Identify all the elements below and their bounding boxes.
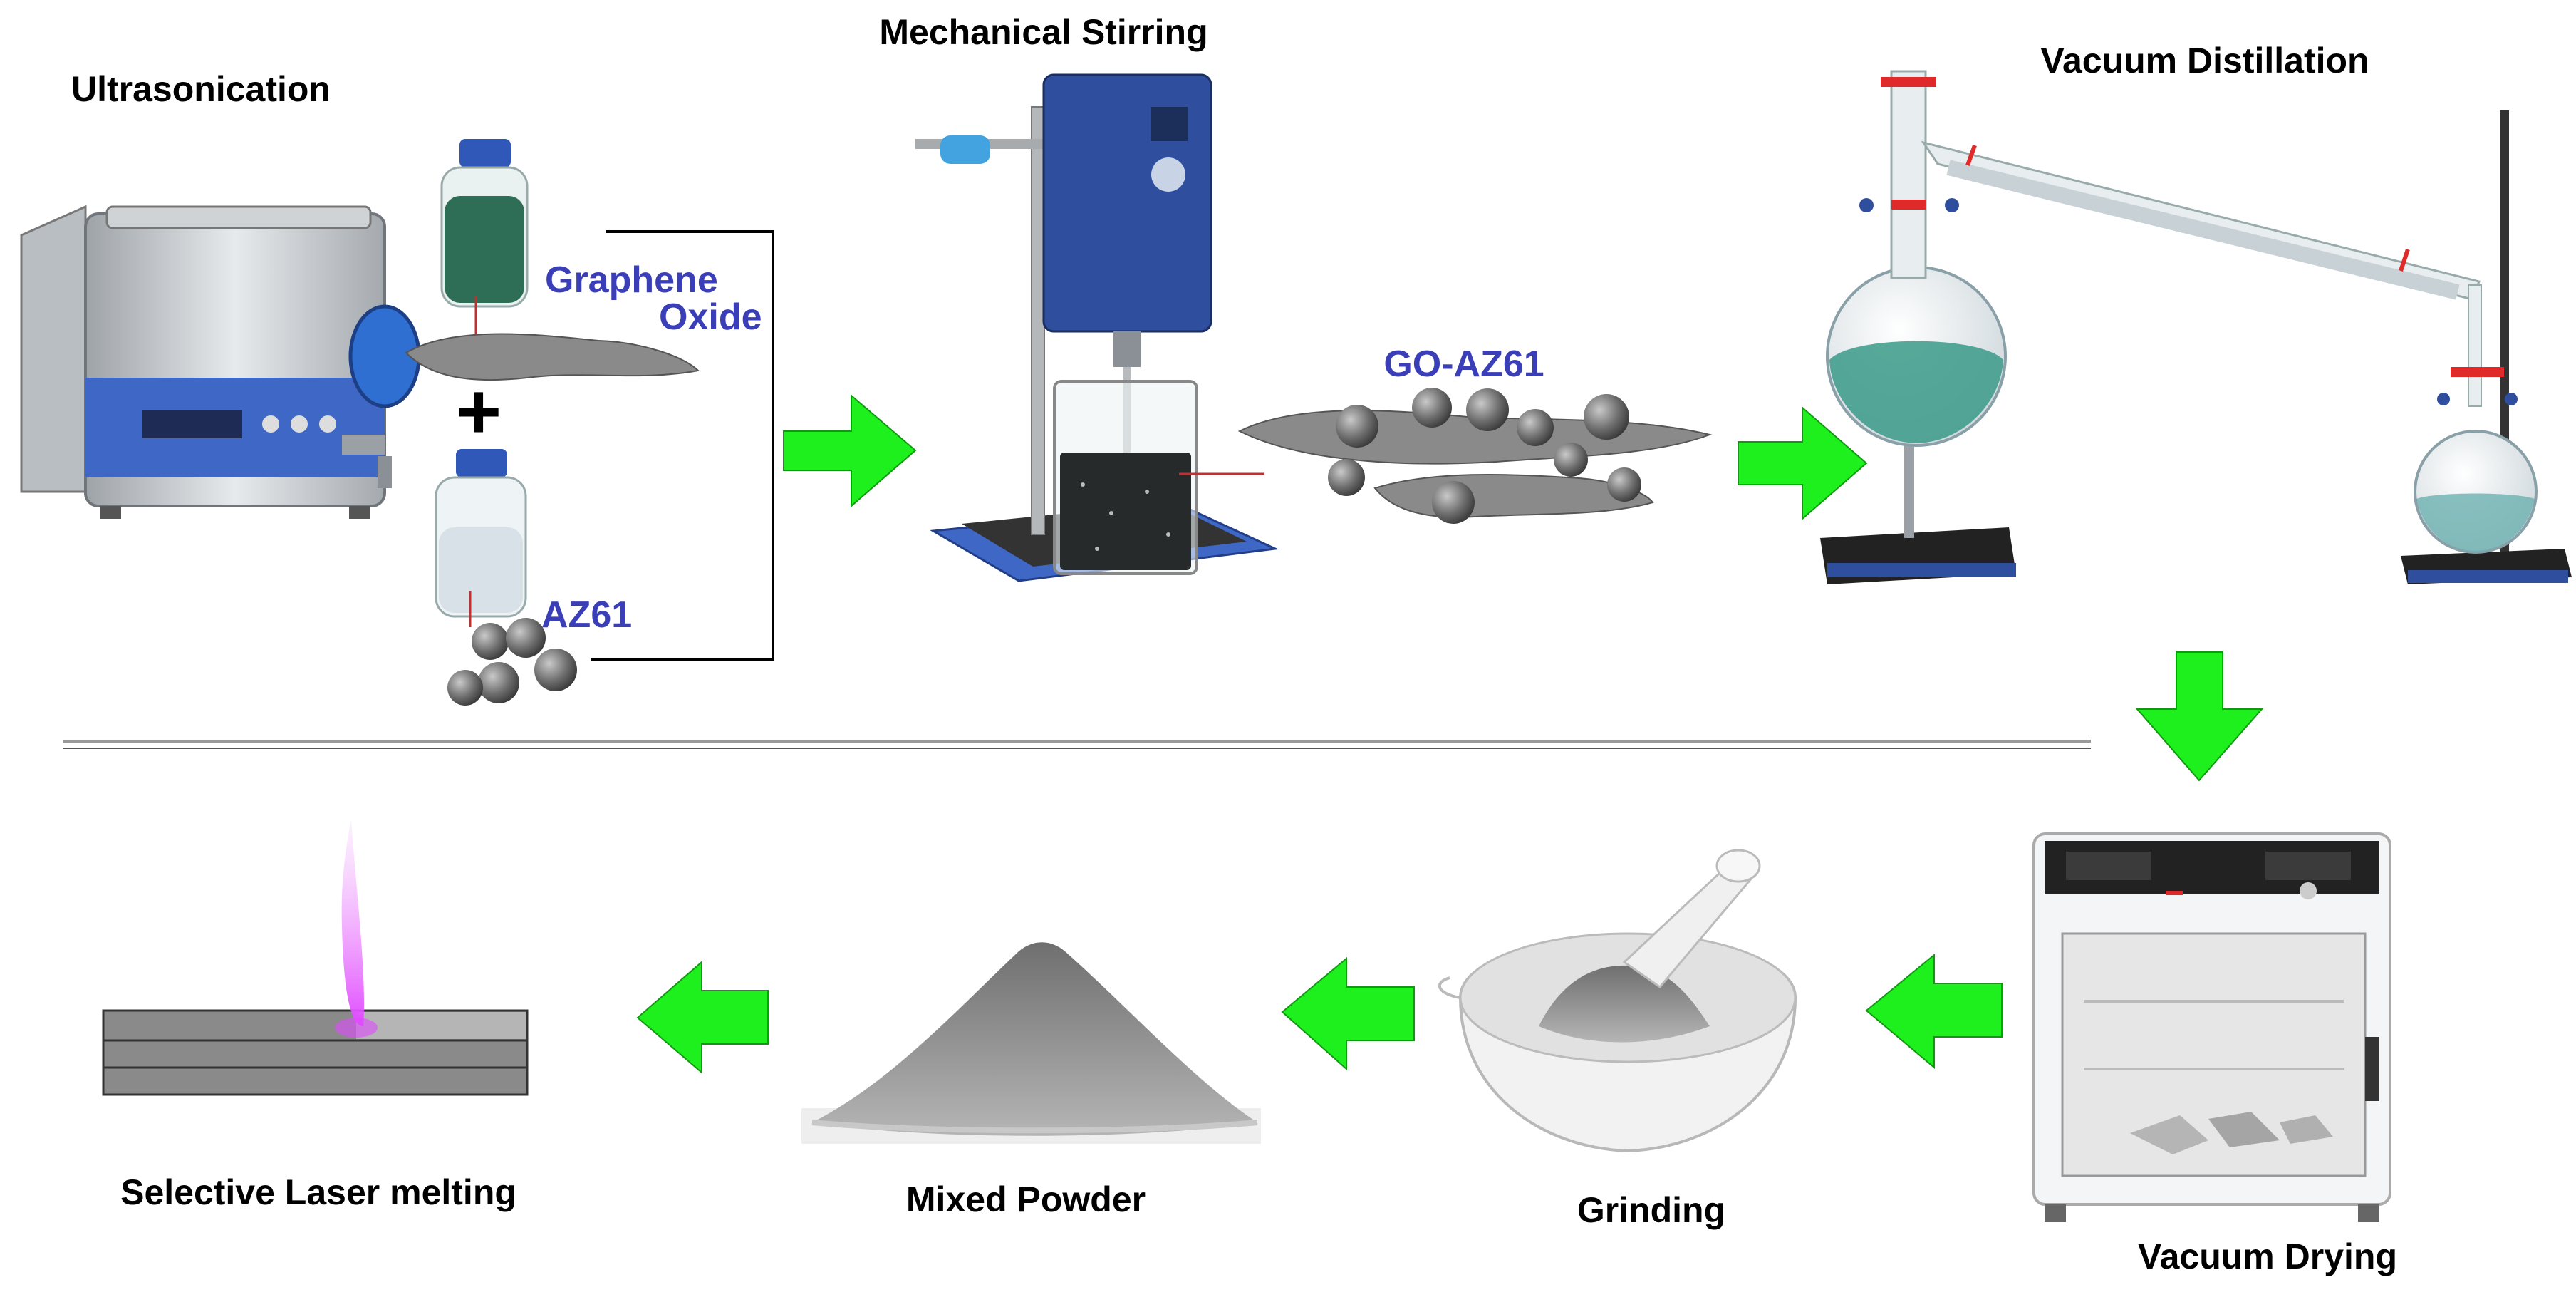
label-selective-laser-melting: Selective Laser melting	[120, 1172, 516, 1212]
arrow-down	[2135, 651, 2264, 782]
label-vacuum-drying: Vacuum Drying	[2138, 1236, 2397, 1276]
mortar-pestle-icon	[1438, 849, 1797, 1153]
laser-melting-icon	[102, 820, 529, 1096]
label-mixed-powder: Mixed Powder	[906, 1179, 1146, 1219]
label-grinding: Grinding	[1577, 1190, 1725, 1230]
reagent-bottle-icon	[435, 449, 527, 618]
label-go-az61: GO-AZ61	[1383, 343, 1544, 385]
powder-pile-icon	[801, 942, 1261, 1144]
arrow-right-1	[783, 393, 917, 508]
reagent-bottle-icon	[440, 139, 529, 308]
label-oxide: Oxide	[659, 296, 762, 338]
label-az61: AZ61	[541, 594, 632, 636]
arrow-left-3	[636, 960, 769, 1075]
drying-oven-icon	[2032, 832, 2391, 1222]
graphene-sheet-icon	[405, 333, 700, 381]
arrow-left-1	[1865, 953, 2003, 1070]
bracket-connector	[591, 230, 774, 661]
distillation-apparatus-icon	[1820, 70, 2572, 584]
go-az61-composite-icon	[1237, 388, 1713, 524]
label-ultrasonication: Ultrasonication	[71, 69, 331, 109]
plus-sign: +	[456, 368, 502, 455]
arrow-left-2	[1281, 956, 1415, 1071]
overhead-stirrer-icon	[915, 73, 1279, 582]
label-vacuum-distillation: Vacuum Distillation	[2040, 41, 2369, 81]
label-graphene: Graphene	[545, 259, 718, 301]
ultrasonic-bath-icon	[20, 205, 421, 519]
label-mechanical-stirring: Mechanical Stirring	[879, 12, 1208, 52]
arrow-right-2	[1738, 405, 1868, 521]
az61-particles-icon	[447, 618, 577, 706]
